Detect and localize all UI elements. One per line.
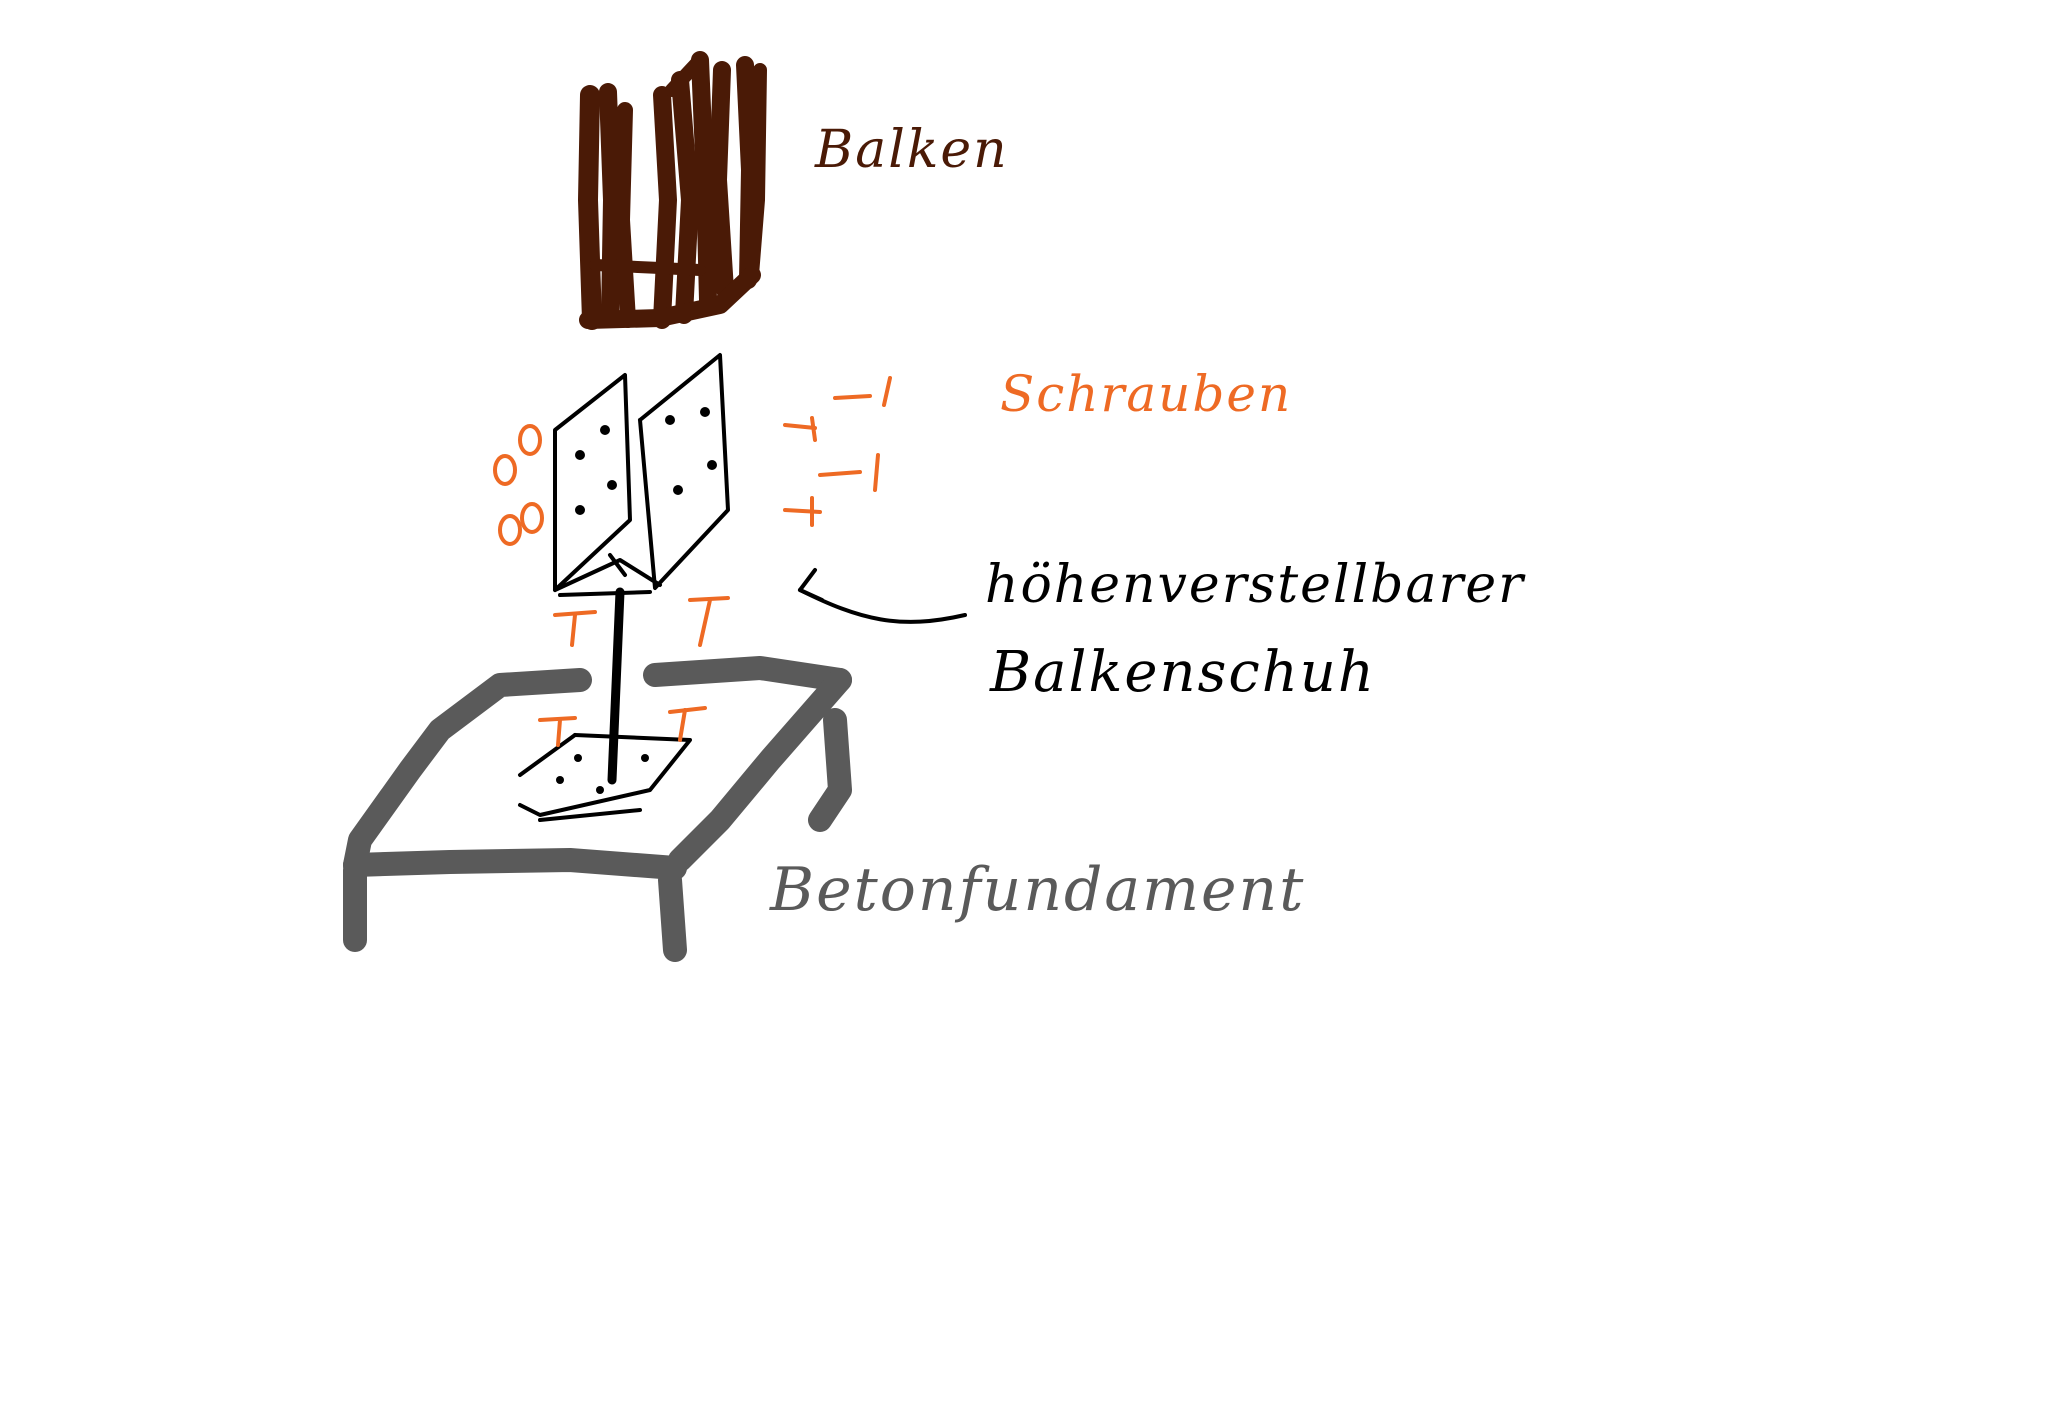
screws-label: Schrauben [1000,365,1293,423]
beam-shoe-label-line1: höhenverstellbarer [985,555,1525,615]
beam-label: Balken [815,120,1009,180]
beam-drawing [578,51,767,330]
shoe-holes [556,407,717,794]
foundation-drawing [343,656,852,962]
shoe-pointer-arrow [798,568,967,624]
beam-shoe-drawing [518,353,730,822]
foundation-label: Betonfundament [770,855,1306,925]
screws-drawing [493,376,892,747]
beam-shoe-label-line2: Balkenschuh [990,640,1376,705]
